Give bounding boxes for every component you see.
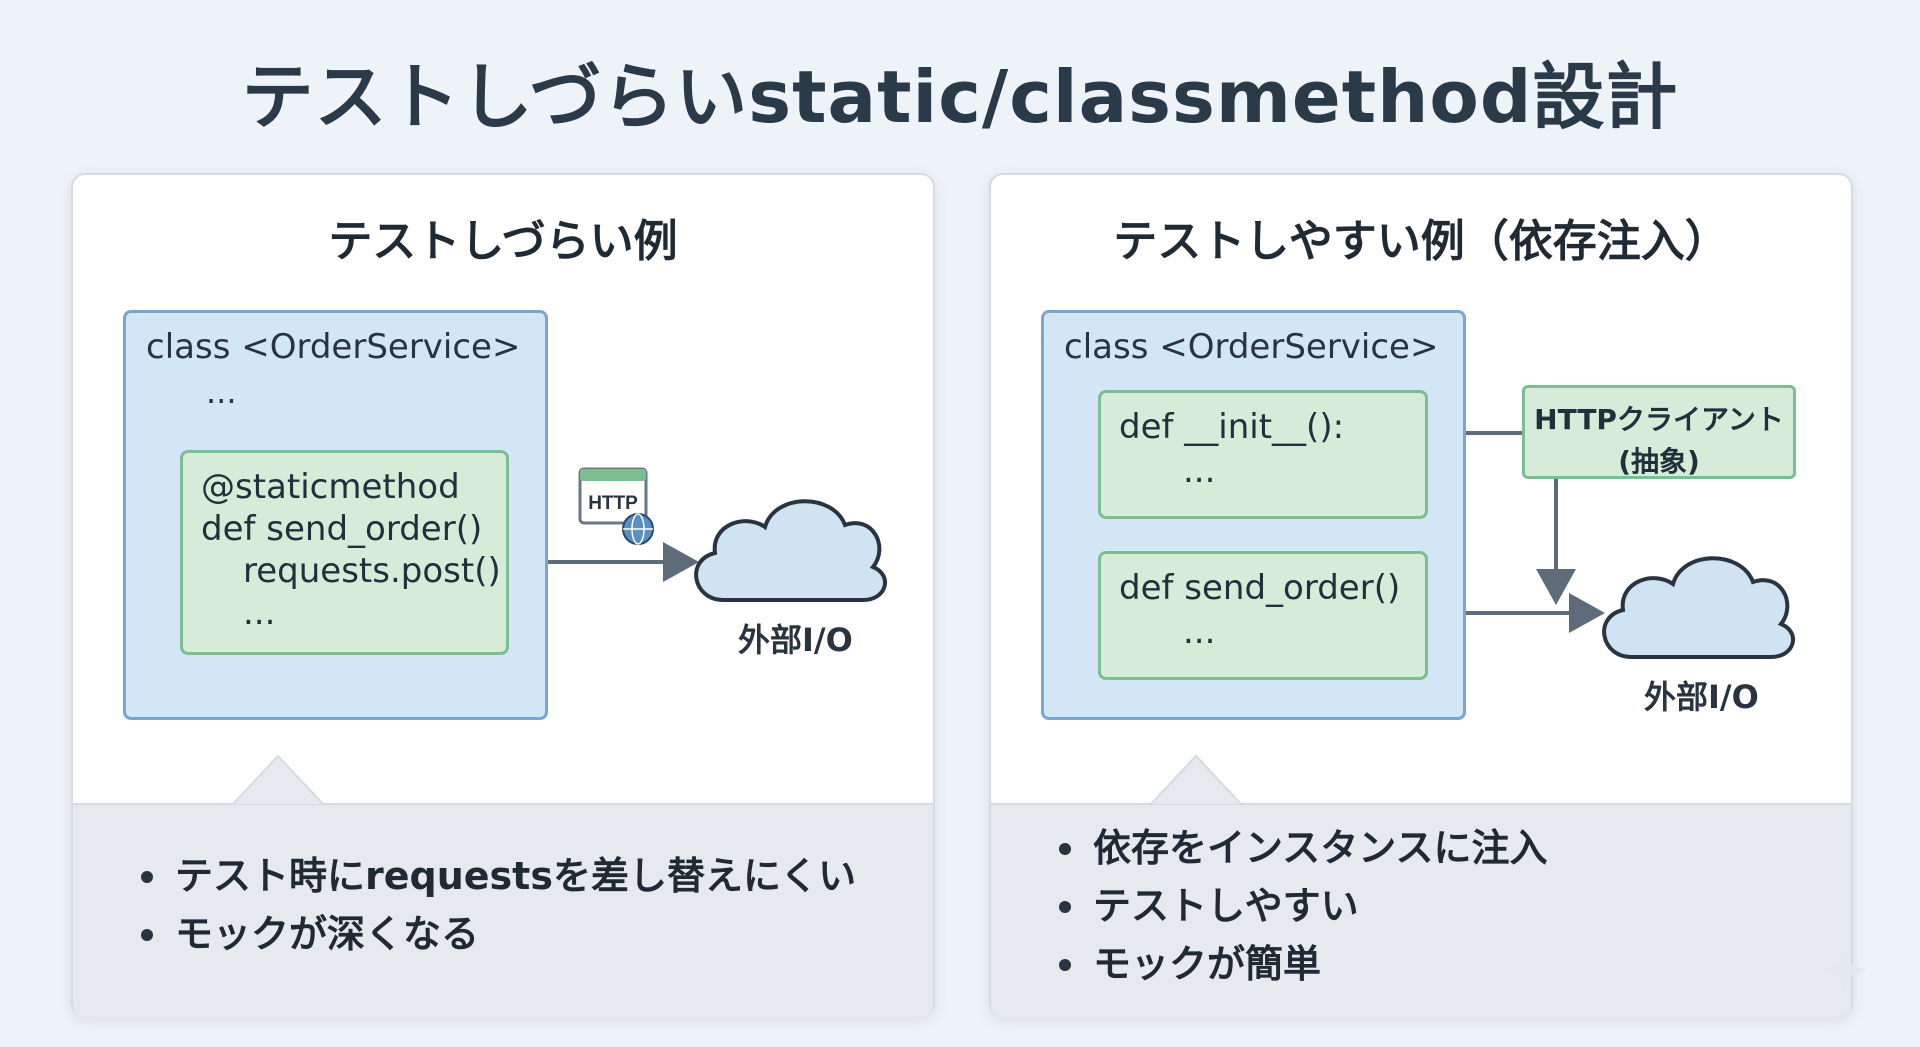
class-label: class <OrderService> (1064, 327, 1439, 367)
list-item: モックが簡単 (1059, 935, 1547, 993)
list-item: テストしやすい (1059, 877, 1547, 935)
cloud-icon (1602, 556, 1795, 659)
order-service-class-box: class <OrderService> ... @staticmethod d… (123, 310, 548, 720)
left-panel-heading: テストしづらい例 (328, 216, 678, 267)
decorator-line: @staticmethod (201, 467, 460, 507)
method-ellipsis: ... (243, 593, 276, 633)
external-io-label: 外部I/O (1644, 678, 1759, 716)
right-panel-heading: テストしやすい例（依存注入） (1113, 216, 1729, 267)
left-diagram-lines (508, 499, 887, 602)
init-ellipsis: ... (1183, 451, 1216, 491)
sparkle-icon (1822, 947, 1868, 993)
cloud-icon (694, 499, 887, 602)
callout-notch (1151, 754, 1241, 805)
def-line: def send_order() (201, 509, 483, 549)
send-ellipsis: ... (1183, 612, 1216, 652)
hard-to-test-panel: テストしづらい例 class <OrderService> ... @stati… (71, 173, 935, 1017)
class-ellipsis: ... (206, 373, 237, 411)
right-bullet-list: 依存をインスタンスに注入 テストしやすい モックが簡単 (1059, 819, 1547, 993)
page-title: テストしづらいstatic/classmethod設計 (241, 55, 1679, 139)
http-client-abstract-label: (抽象) (1618, 445, 1700, 478)
http-window-icon: HTTP (578, 467, 658, 551)
list-item: 依存をインスタンスに注入 (1059, 819, 1547, 877)
init-method-box: def __init__(): ... (1098, 390, 1428, 519)
requests-call-line: requests.post() (243, 551, 501, 591)
init-def-line: def __init__(): (1119, 407, 1345, 447)
left-summary-area: テスト時にrequestsを差し替えにくい モックが深くなる (73, 803, 933, 1017)
callout-notch (233, 754, 323, 805)
easy-to-test-panel: テストしやすい例（依存注入） class <OrderService> def … (989, 173, 1853, 1017)
class-label: class <OrderService> (146, 327, 521, 367)
globe-icon (622, 513, 654, 545)
send-order-method-box: def send_order() ... (1098, 551, 1428, 680)
http-icon-label: HTTP (588, 493, 638, 514)
list-item: モックが深くなる (141, 905, 856, 963)
list-item: テスト時にrequestsを差し替えにくい (141, 847, 856, 905)
external-io-label: 外部I/O (738, 621, 853, 659)
http-client-box: HTTPクライアント (抽象) (1522, 385, 1796, 479)
order-service-class-box: class <OrderService> def __init__(): ...… (1041, 310, 1466, 720)
static-method-box: @staticmethod def send_order() requests.… (180, 450, 509, 655)
send-def-line: def send_order() (1119, 568, 1401, 608)
http-client-label: HTTPクライアント (1534, 403, 1784, 436)
left-bullet-list: テスト時にrequestsを差し替えにくい モックが深くなる (141, 847, 856, 963)
right-summary-area: 依存をインスタンスに注入 テストしやすい モックが簡単 (991, 803, 1851, 1017)
